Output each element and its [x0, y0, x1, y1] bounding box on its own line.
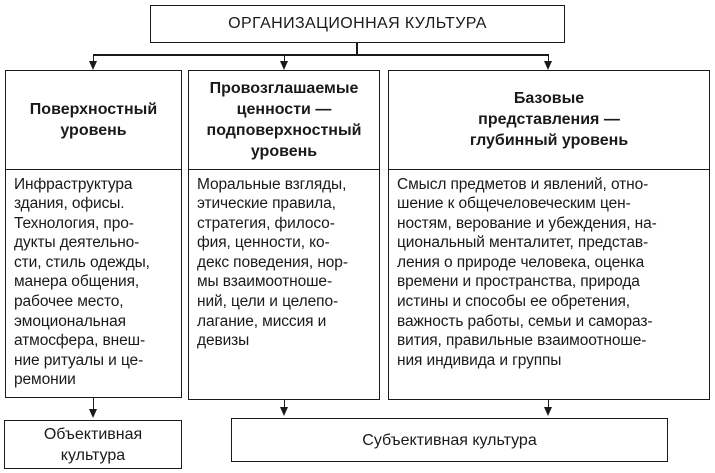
outcome-box-objective-culture: Объективная культура: [4, 420, 182, 469]
connector-level-3-to-subjective: [547, 400, 549, 408]
level-body-basic-assumptions: Смысл предметов и явлений, отно- шение к…: [397, 175, 657, 369]
arrow-down-icon: [88, 409, 97, 418]
level-column-surface: Поверхностный уровень Инфраструктура зда…: [5, 70, 182, 398]
arrow-down-icon: [279, 407, 288, 416]
arrow-down-icon: [543, 407, 552, 416]
connector-root-stub: [356, 42, 358, 55]
arrow-down-icon: [88, 61, 97, 70]
outcome-label-subjective: Субъективная культура: [362, 431, 537, 449]
level-header-espoused-values: Провозглашаемые ценности — подповерхност…: [189, 71, 379, 170]
connector-to-level-3: [547, 54, 549, 62]
root-node-label: ОРГАНИЗАЦИОННАЯ КУЛЬТУРА: [228, 15, 487, 32]
root-node-organizational-culture: ОРГАНИЗАЦИОННАЯ КУЛЬТУРА: [150, 5, 565, 43]
connector-level-1-to-objective: [92, 398, 94, 410]
connector-level-2-to-subjective: [283, 400, 285, 408]
arrow-down-icon: [279, 61, 288, 70]
level-header-surface: Поверхностный уровень: [6, 71, 181, 170]
level-body-surface: Инфраструктура здания, офисы. Технология…: [14, 175, 150, 389]
level-body-espoused-values: Моральные взгляды, этические правила, ст…: [197, 175, 348, 350]
arrow-down-icon: [543, 61, 552, 70]
level-column-espoused-values: Провозглашаемые ценности — подповерхност…: [188, 70, 380, 400]
outcome-label-objective: Объективная культура: [43, 425, 143, 464]
connector-to-level-2: [283, 54, 285, 62]
level-header-basic-assumptions: Базовые представления — глубинный уровен…: [389, 71, 709, 170]
outcome-box-subjective-culture: Субъективная культура: [231, 418, 668, 462]
level-column-basic-assumptions: Базовые представления — глубинный уровен…: [388, 70, 710, 400]
connector-branch-line: [92, 54, 549, 56]
connector-to-level-1: [92, 54, 94, 62]
